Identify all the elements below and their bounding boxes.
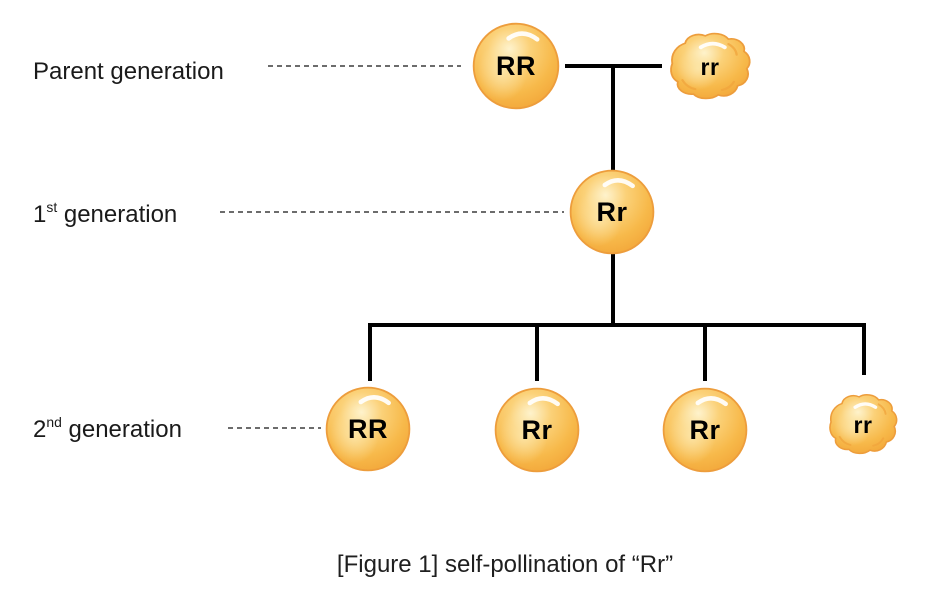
label-superscript: st xyxy=(46,199,58,216)
first-generation-label: 1st generation xyxy=(33,199,178,229)
pea-first-gen-Rr: Rr xyxy=(567,167,657,257)
pea-second-gen-RR: RR xyxy=(323,384,413,474)
parent-generation-label: Parent generation xyxy=(33,57,224,86)
genotype-label: rr xyxy=(853,411,873,438)
genotype-label: RR xyxy=(348,413,388,444)
second-generation-label: 2nd generation xyxy=(33,414,182,444)
second-generation-bracket xyxy=(368,323,866,381)
label-text: generation xyxy=(57,201,178,228)
pea-parent-RR: RR xyxy=(470,20,562,112)
figure-caption: [Figure 1] self-pollination of “Rr” xyxy=(336,551,674,578)
label-text: Parent xyxy=(33,58,104,85)
label-text: 2 xyxy=(33,416,47,443)
label-text: generation xyxy=(61,416,182,443)
label-superscript: nd xyxy=(46,414,62,431)
pea-second-gen-Rr-1: Rr xyxy=(492,385,582,475)
genotype-label: Rr xyxy=(689,414,721,445)
label-text: generation xyxy=(103,58,224,85)
pea-second-gen-Rr-2: Rr xyxy=(660,385,750,475)
genotype-label: RR xyxy=(496,50,536,81)
label-text: 1 xyxy=(33,201,47,228)
genotype-label: Rr xyxy=(521,414,553,445)
pea-parent-rr: rr xyxy=(664,26,756,108)
pea-second-gen-rr: rr xyxy=(824,388,902,462)
genotype-label: rr xyxy=(700,53,720,80)
genotype-label: Rr xyxy=(596,196,628,227)
